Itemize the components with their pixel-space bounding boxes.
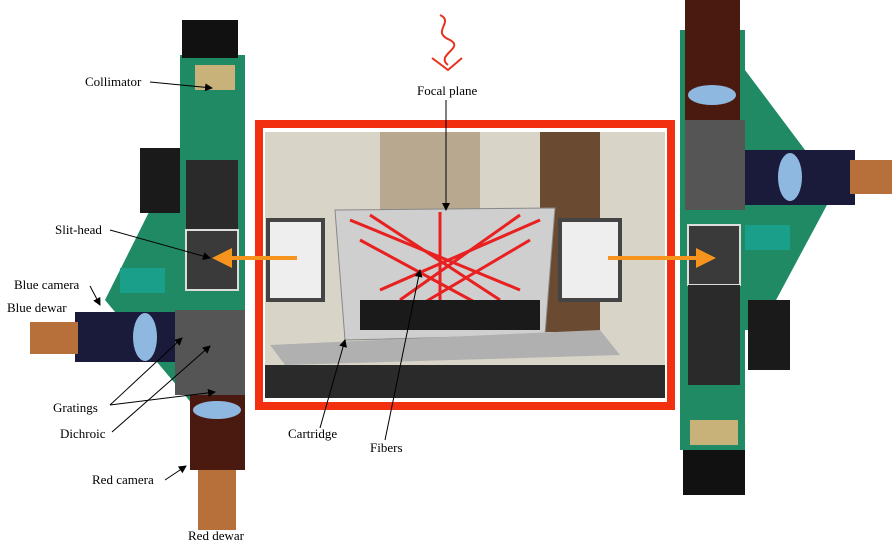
label-cartridge: Cartridge <box>288 426 338 441</box>
blue-camera-part <box>75 312 175 362</box>
incoming-light-icon <box>439 14 456 66</box>
label-red-dewar: Red dewar <box>188 528 244 543</box>
left-spectrograph <box>30 20 245 530</box>
red-dewar-part <box>198 470 236 530</box>
label-blue-camera: Blue camera <box>14 277 80 292</box>
label-slit-head: Slit-head <box>55 222 102 237</box>
label-fibers: Fibers <box>370 440 403 455</box>
collimator-part <box>195 65 235 90</box>
label-focal-plane: Focal plane <box>417 83 478 98</box>
label-collimator: Collimator <box>85 74 142 89</box>
label-dichroic: Dichroic <box>60 426 106 441</box>
cartridge-photo <box>255 120 675 410</box>
right-spectrograph <box>680 0 892 495</box>
label-gratings: Gratings <box>53 400 98 415</box>
label-red-camera: Red camera <box>92 472 154 487</box>
blue-dewar-part <box>30 322 78 354</box>
label-blue-dewar: Blue dewar <box>7 300 67 315</box>
